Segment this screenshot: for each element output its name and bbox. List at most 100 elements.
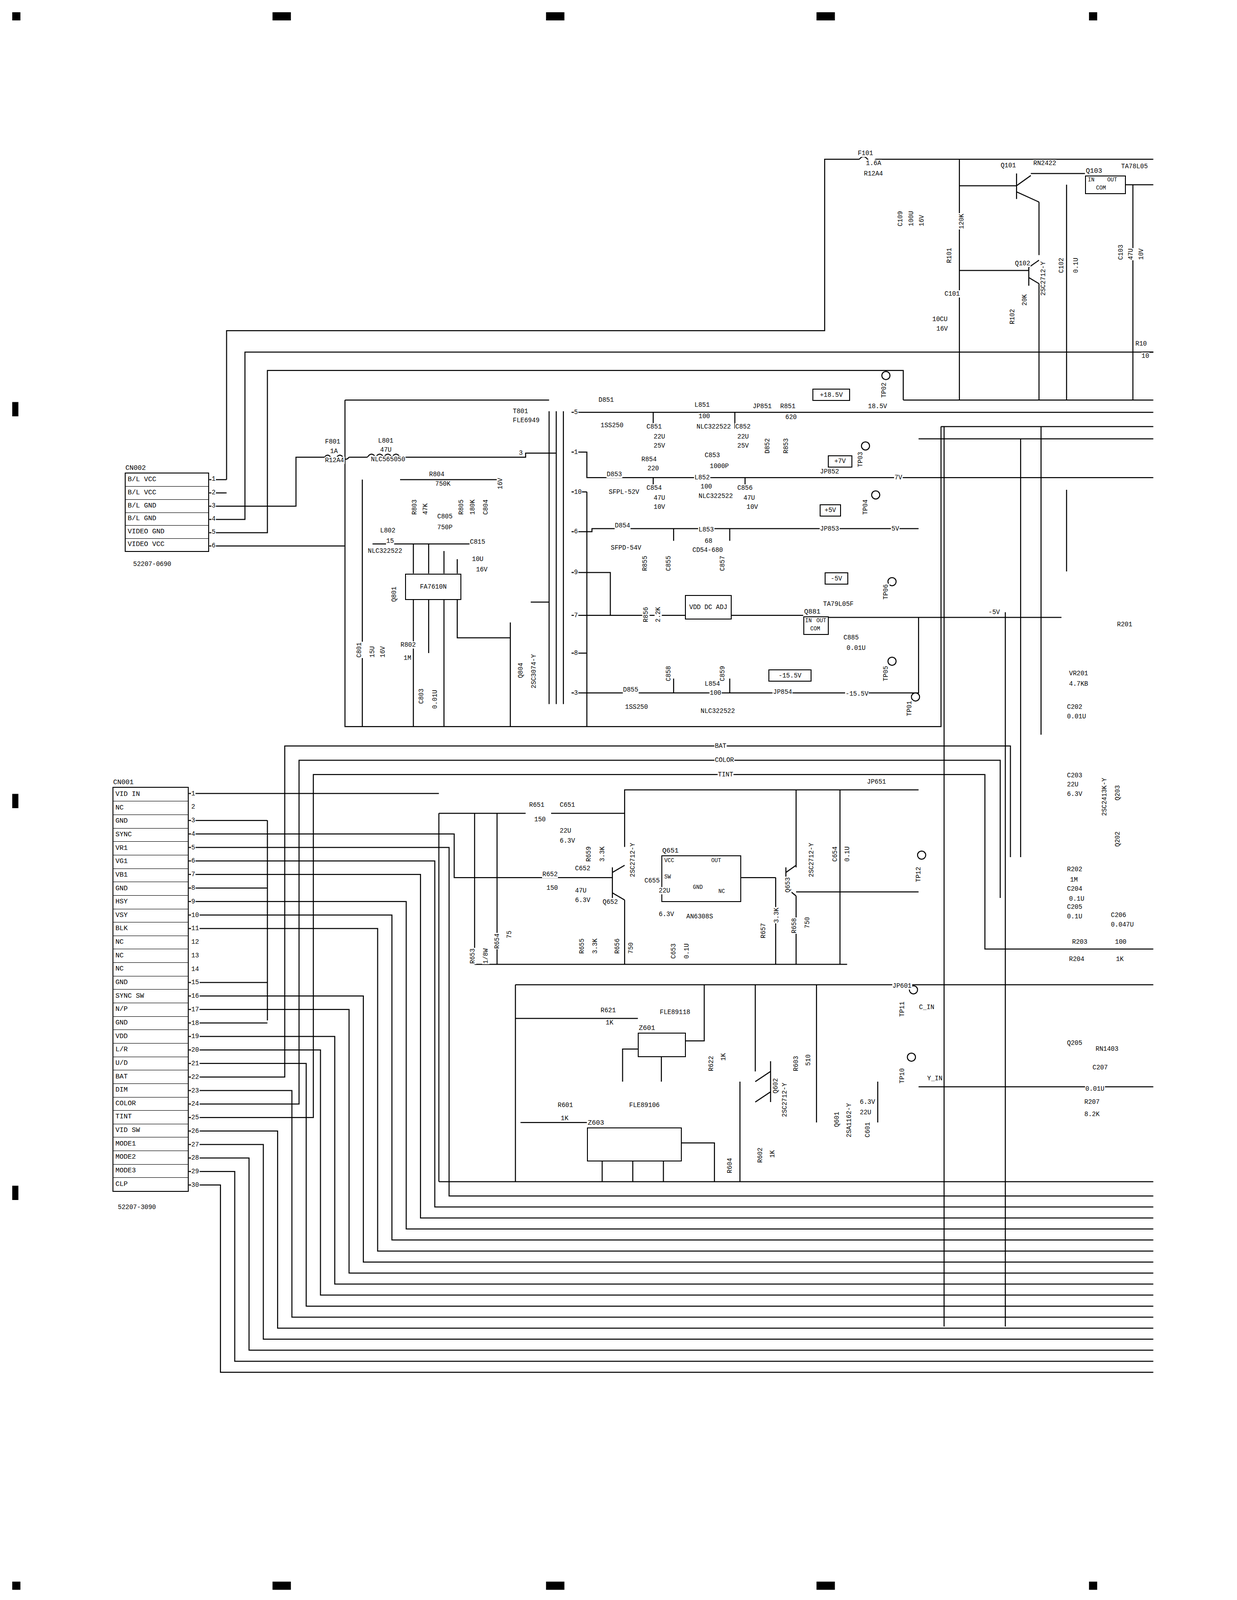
part-label: Q203 bbox=[1114, 785, 1122, 802]
part-label: 1K bbox=[560, 1114, 569, 1123]
pin-row: NC bbox=[113, 948, 189, 963]
part-label: T801 bbox=[512, 407, 529, 416]
part-label: 100U bbox=[907, 210, 915, 227]
part-label: TP02 bbox=[880, 381, 888, 399]
wire bbox=[188, 847, 1154, 1197]
part-label: SFPD-54V bbox=[610, 544, 642, 552]
part-label: 3.3K bbox=[772, 907, 781, 925]
pin-row: VDD bbox=[113, 1029, 189, 1044]
part-label: TP06 bbox=[882, 583, 890, 601]
part-label: 5 bbox=[573, 408, 579, 416]
pin-number: 1 bbox=[190, 790, 196, 798]
part-label: R855 bbox=[641, 555, 649, 572]
part-label: D855 bbox=[622, 686, 640, 694]
part-label: JP854 bbox=[772, 688, 793, 696]
part-label: 16V bbox=[496, 477, 504, 490]
part-label: R603 bbox=[792, 1055, 800, 1072]
part-label: 47U bbox=[574, 887, 587, 895]
part-label: 120K bbox=[958, 213, 966, 230]
pin-name: GND bbox=[115, 817, 128, 826]
part-label: 2SC2712-Y bbox=[629, 842, 637, 878]
pin-number: 25 bbox=[190, 1114, 200, 1122]
pin-name: VCC bbox=[664, 858, 675, 865]
part-label: 1K bbox=[605, 1019, 614, 1027]
pin-number: 3 bbox=[190, 816, 196, 825]
part-label: C854 bbox=[645, 484, 663, 492]
pin-name: NC bbox=[115, 804, 124, 812]
node-text: +7V bbox=[834, 457, 846, 465]
part-label: 15U bbox=[368, 645, 377, 659]
part-label: R803 bbox=[410, 499, 419, 516]
part-label: R651 bbox=[528, 801, 546, 809]
part-label: R657 bbox=[759, 922, 768, 939]
part-label: 1SS250 bbox=[600, 421, 624, 430]
pin-name: OUT bbox=[1107, 177, 1118, 184]
part-label: C805 bbox=[436, 513, 454, 521]
filter-module: Z603 bbox=[586, 1127, 682, 1162]
part-label: R102 bbox=[1008, 308, 1017, 325]
voltage-tag: +5V bbox=[819, 504, 841, 517]
wire bbox=[188, 887, 268, 889]
pin-row: GND bbox=[113, 1016, 189, 1031]
part-label: 16V bbox=[379, 645, 387, 659]
part-label: 47U bbox=[743, 494, 756, 502]
pin-number: 21 bbox=[190, 1060, 200, 1068]
part-label: 0.1U bbox=[843, 846, 851, 863]
part-label: C804 bbox=[482, 499, 490, 516]
wire bbox=[188, 1009, 1154, 1274]
pin-number: 5 bbox=[190, 844, 196, 852]
pin-name: VR1 bbox=[115, 845, 128, 853]
wire bbox=[188, 746, 1011, 1078]
part-label: 100 bbox=[1114, 938, 1127, 946]
part-label: 2SC2712-Y bbox=[781, 1082, 789, 1118]
part-label: 6 bbox=[573, 528, 579, 536]
part-label: 6.3V bbox=[574, 896, 592, 905]
part-label: C801 bbox=[355, 642, 363, 659]
part-label: 3 bbox=[518, 449, 524, 457]
pin-row: VID SW bbox=[113, 1124, 189, 1138]
part-label: Q205 bbox=[1066, 1039, 1083, 1047]
part-label: 20K bbox=[1021, 293, 1029, 307]
pin-number: 27 bbox=[190, 1141, 200, 1149]
part-label: C109 bbox=[896, 210, 905, 227]
part-label: C803 bbox=[417, 688, 426, 705]
part-label: C206 bbox=[1110, 911, 1127, 920]
wire bbox=[188, 774, 1154, 1118]
node-heading: Z601 bbox=[638, 1025, 656, 1033]
part-label: 1SS250 bbox=[624, 703, 649, 711]
part-label: 52207-0690 bbox=[132, 560, 172, 568]
part-label: R654 bbox=[493, 933, 501, 950]
part-label: 2SC3074-Y bbox=[530, 653, 538, 690]
part-label: 16V bbox=[475, 566, 489, 574]
part-label: R10 bbox=[1134, 340, 1148, 348]
part-label: 9 bbox=[573, 568, 579, 577]
voltage-tag: +18.5V bbox=[812, 388, 851, 401]
part-label: C855 bbox=[664, 555, 673, 572]
part-label: R621 bbox=[600, 1007, 617, 1015]
pin-name: GND bbox=[115, 1019, 128, 1027]
part-label: Q801 bbox=[390, 586, 398, 603]
pin-name: BLK bbox=[115, 925, 128, 933]
node-text: VDD DC ADJ bbox=[689, 603, 728, 612]
part-label: -5V bbox=[987, 608, 1001, 617]
wire bbox=[188, 1144, 1154, 1340]
voltage-tag: -15.5V bbox=[768, 669, 812, 682]
part-label: TA78L05 bbox=[1120, 162, 1149, 171]
pin-name: COLOR bbox=[115, 1100, 137, 1108]
node-text: -5V bbox=[830, 575, 842, 583]
wire bbox=[188, 1050, 1154, 1296]
pin-name: GND bbox=[115, 979, 128, 987]
part-label: 2.2K bbox=[654, 606, 662, 623]
part-label: 8 bbox=[573, 649, 579, 657]
pin-row: HSY bbox=[113, 895, 189, 910]
pin-row: MODE3 bbox=[113, 1164, 189, 1179]
pin-number: 23 bbox=[190, 1087, 200, 1095]
pin-name: BAT bbox=[115, 1073, 128, 1081]
pin-number: 20 bbox=[190, 1046, 200, 1054]
node-text: -15.5V bbox=[778, 672, 802, 680]
regulator-ic: Q103INOUTCOM bbox=[1085, 175, 1126, 195]
part-label: 3.3K bbox=[591, 938, 599, 955]
part-label: BAT bbox=[714, 742, 727, 750]
part-label: JP852 bbox=[819, 468, 840, 476]
part-label: 750 bbox=[803, 916, 812, 929]
